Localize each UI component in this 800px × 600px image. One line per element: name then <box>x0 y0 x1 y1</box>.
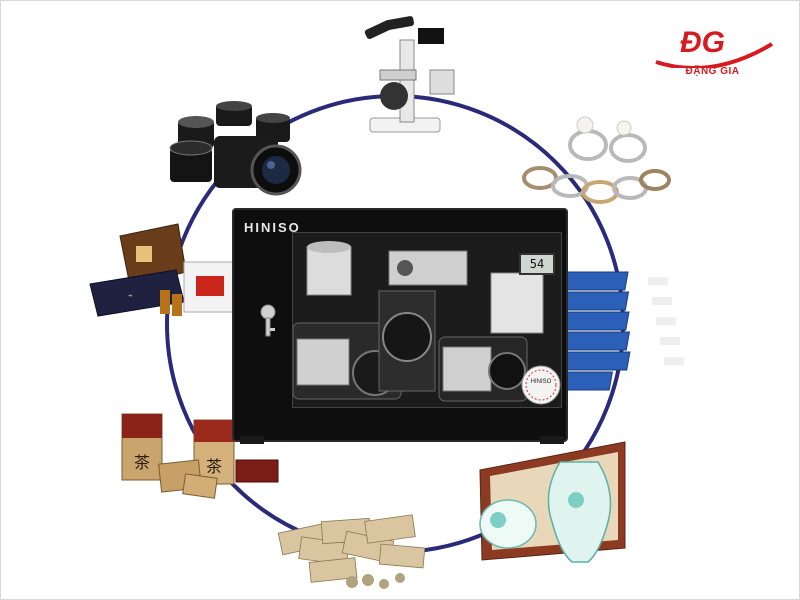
hygrometer-label: HINISO <box>530 379 552 385</box>
microscope-icon <box>364 16 455 133</box>
rings-icon <box>522 116 671 204</box>
medicine-boxes-icon: ⌁ <box>89 223 237 317</box>
svg-text:茶: 茶 <box>206 457 222 476</box>
tea-boxes-icon: 茶 茶 <box>121 413 279 499</box>
hygrometer-dial-icon <box>521 365 561 405</box>
porcelain-icon <box>479 441 626 563</box>
cabinet-contents <box>292 241 544 402</box>
dry-cabinet: HINISO 54 HINISO <box>232 208 568 444</box>
logo-mark: ĐG <box>680 26 725 59</box>
logo-mark-icon: ĐG <box>655 26 774 70</box>
key-lock-icon[interactable] <box>258 304 278 338</box>
camera-lenses-icon <box>169 101 302 196</box>
brand-logo: ĐG ĐẶNG GIA <box>650 18 775 88</box>
hygrometer: HINISO <box>521 365 561 405</box>
cabinet-glass-door: 54 HINISO <box>292 232 562 408</box>
cabinet-brand: HINISO <box>244 220 301 235</box>
humidity-display: 54 <box>519 253 555 275</box>
cabinet-feet <box>240 436 564 444</box>
logo-name: ĐẶNG GIA <box>685 66 740 77</box>
svg-text:⌁: ⌁ <box>128 291 133 300</box>
banknotes-icon <box>277 514 426 589</box>
svg-text:茶: 茶 <box>134 453 150 472</box>
